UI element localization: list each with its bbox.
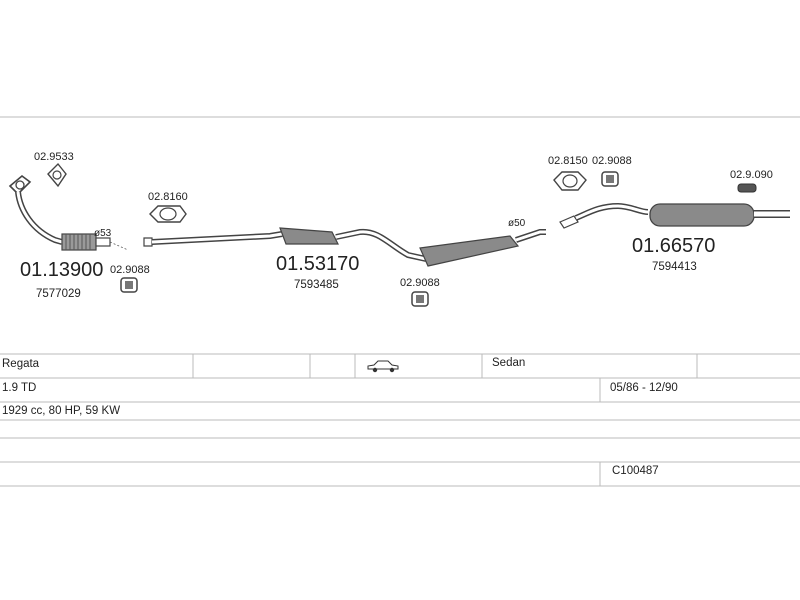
label-middle-silencer-number: 01.53170 bbox=[276, 253, 359, 275]
rear-silencer-part[interactable] bbox=[559, 202, 790, 229]
catalog-code: C100487 bbox=[612, 465, 659, 477]
label-clamp-mid: 02.9088 bbox=[400, 277, 440, 289]
table-grid bbox=[0, 116, 800, 487]
label-gasket-front: 02.9533 bbox=[34, 151, 74, 163]
label-front-pipe-oe: 7577029 bbox=[36, 288, 81, 300]
label-clamp-front: 02.9088 bbox=[110, 264, 150, 276]
front-pipe-part[interactable] bbox=[8, 174, 129, 251]
gasket-front-icon[interactable] bbox=[47, 162, 67, 188]
label-hanger-rear: 02.9.090 bbox=[730, 169, 773, 181]
clamp-front-icon[interactable] bbox=[120, 277, 138, 293]
label-rear-silencer-oe: 7594413 bbox=[652, 261, 697, 273]
vehicle-model: Regata bbox=[2, 358, 40, 370]
hanger-rear-icon[interactable] bbox=[737, 183, 757, 193]
middle-silencer-part[interactable] bbox=[143, 227, 546, 267]
label-middle-silencer-oe: 7593485 bbox=[294, 279, 339, 291]
gasket-mid-icon[interactable] bbox=[149, 205, 187, 223]
gasket-rear-icon[interactable] bbox=[553, 171, 587, 191]
label-gasket-mid: 02.8160 bbox=[148, 191, 188, 203]
label-diameter-rear: ø50 bbox=[508, 218, 526, 229]
label-front-pipe-number: 01.13900 bbox=[20, 259, 103, 281]
clamp-mid-icon[interactable] bbox=[411, 291, 429, 307]
label-clamp-rear: 02.9088 bbox=[592, 155, 632, 167]
label-gasket-rear: 02.8150 bbox=[548, 155, 588, 167]
vehicle-production-period: 05/86 - 12/90 bbox=[610, 382, 678, 394]
vehicle-specs: 1929 cc, 80 HP, 59 KW bbox=[2, 405, 121, 417]
sedan-car-icon bbox=[367, 360, 399, 373]
clamp-rear-icon[interactable] bbox=[601, 171, 619, 187]
vehicle-body-type: Sedan bbox=[492, 357, 526, 369]
vehicle-engine: 1.9 TD bbox=[2, 382, 37, 394]
label-diameter-front: ø53 bbox=[94, 228, 112, 239]
label-rear-silencer-number: 01.66570 bbox=[632, 235, 715, 257]
